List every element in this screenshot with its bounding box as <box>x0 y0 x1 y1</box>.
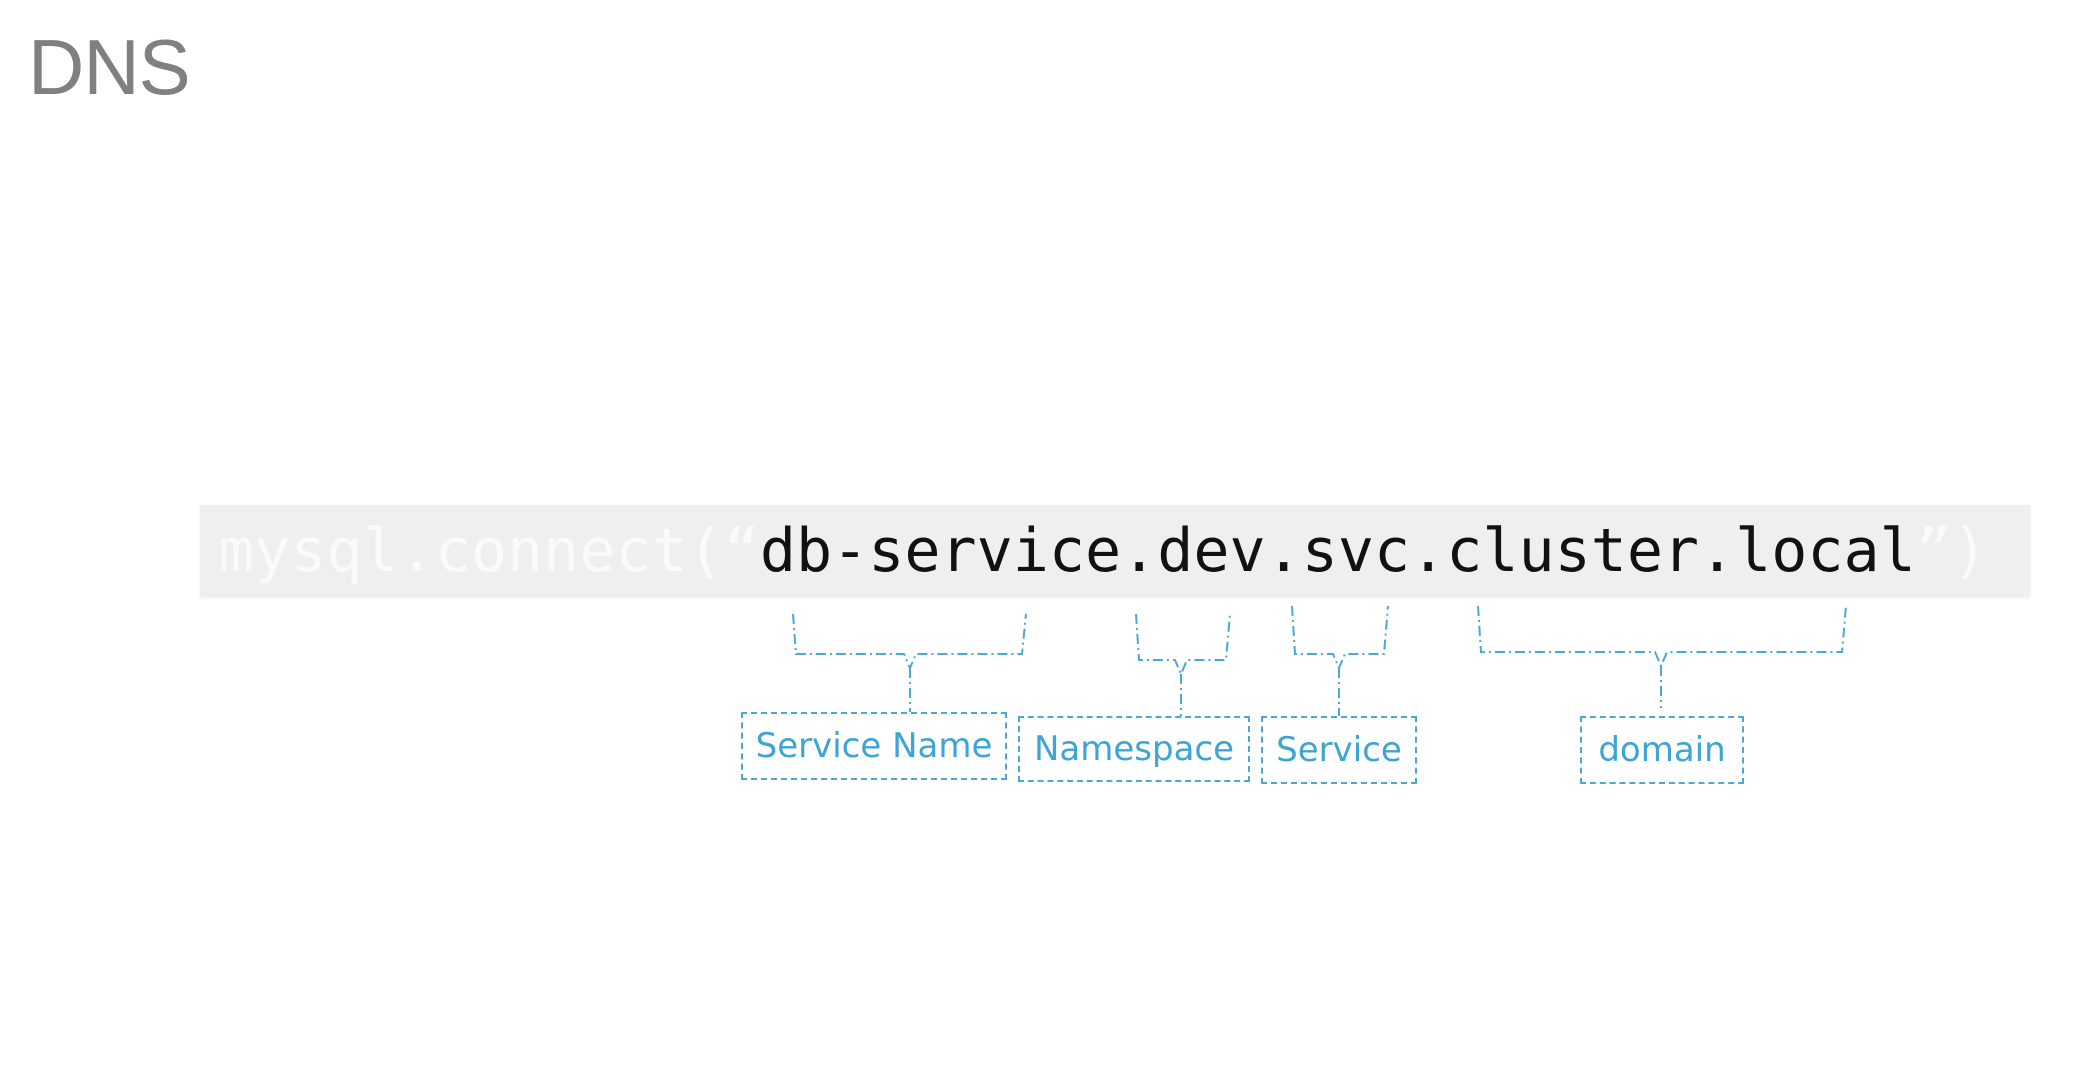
brace-domain <box>1477 605 1847 669</box>
code-suffix: ”) <box>1915 516 1989 586</box>
brace-service-name <box>792 613 1027 671</box>
code-line: mysql.connect(“db-service.dev.svc.cluste… <box>218 516 1988 586</box>
code-host: db-service.dev.svc.cluster.local <box>759 516 1916 586</box>
slide-title: DNS <box>28 23 191 111</box>
label-namespace: Namespace <box>1018 716 1250 782</box>
label-domain: domain <box>1580 716 1744 784</box>
code-prefix: mysql.connect(“ <box>218 516 760 586</box>
label-service-name: Service Name <box>741 712 1007 780</box>
label-service: Service <box>1261 716 1417 784</box>
brace-service <box>1291 605 1389 671</box>
code-box <box>200 505 2030 597</box>
brace-namespace <box>1135 613 1231 677</box>
